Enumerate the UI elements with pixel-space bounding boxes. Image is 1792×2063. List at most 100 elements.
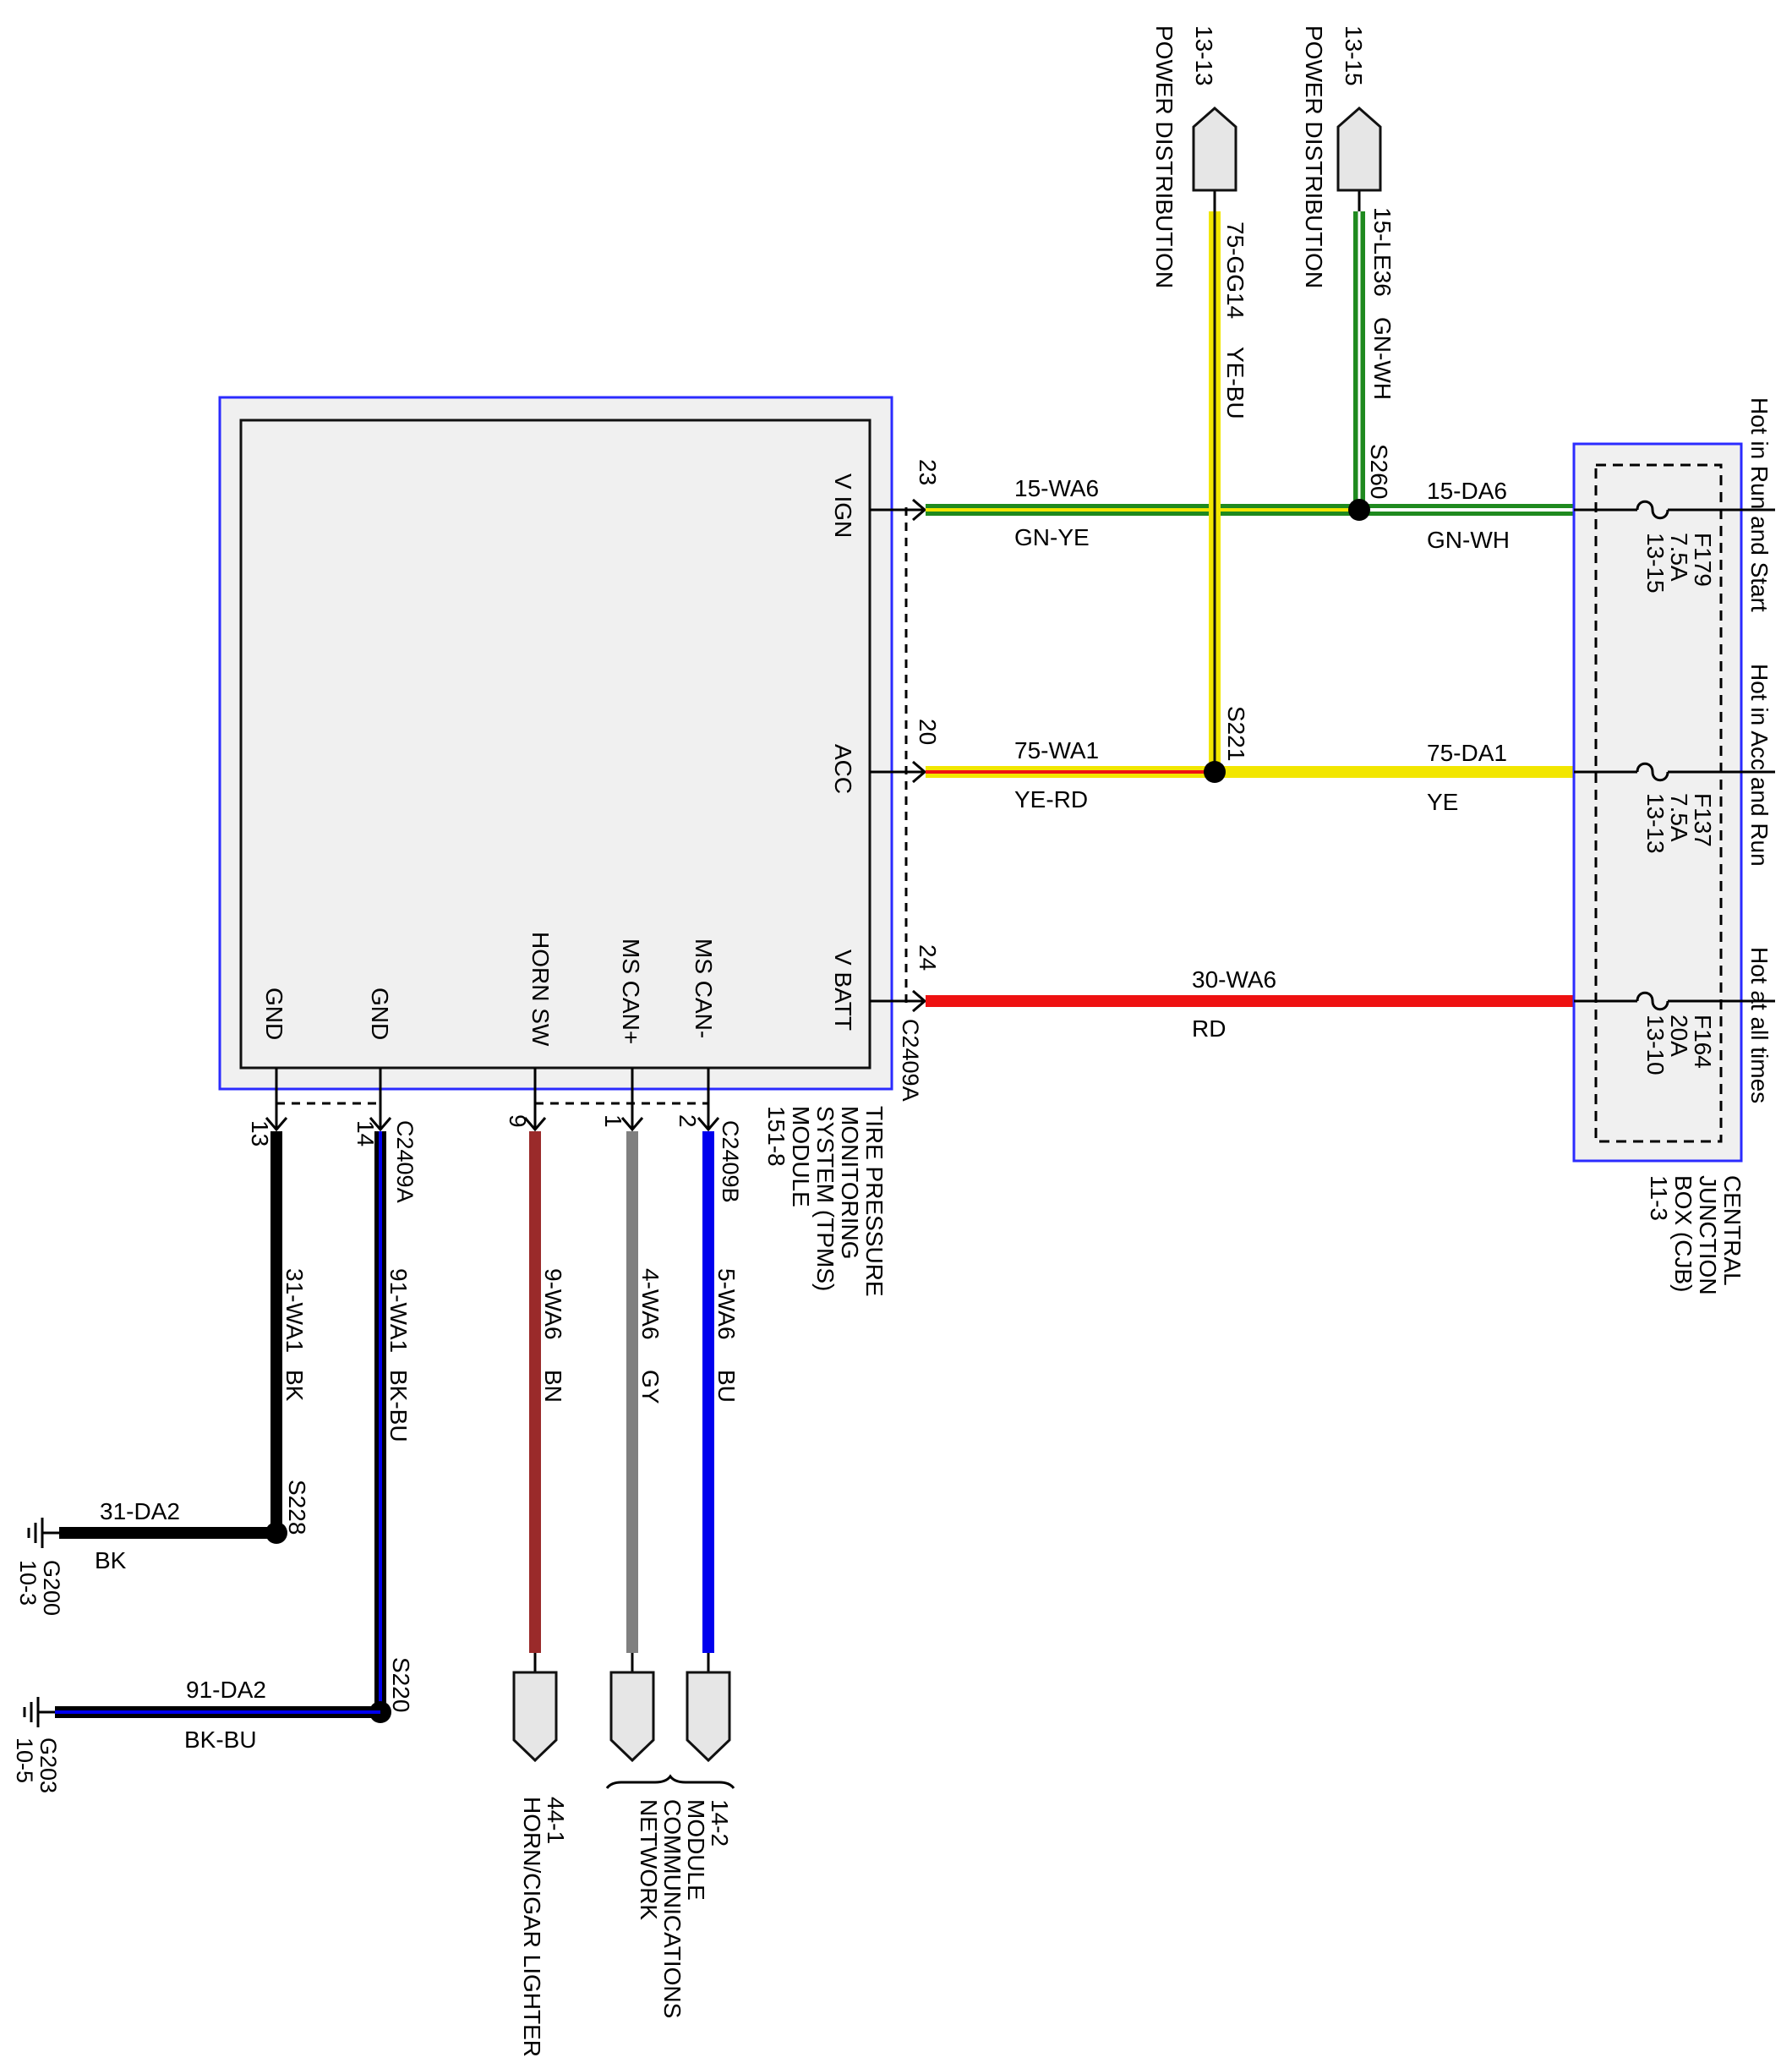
hot-label-all-times: Hot at all times bbox=[1746, 947, 1773, 1103]
wire-color-bk-bu-g203: BK-BU bbox=[184, 1726, 257, 1753]
connector-arrow-acc bbox=[912, 760, 927, 784]
splice-label-s221: S221 bbox=[1223, 706, 1249, 761]
pin-label-gnd-2: GND bbox=[367, 988, 393, 1040]
pin-number-24: 24 bbox=[915, 944, 941, 971]
ground-ref-g200: 10-3 bbox=[15, 1560, 41, 1606]
pin-number-14: 14 bbox=[352, 1120, 379, 1146]
power-label-13-15: POWER DISTRIBUTION bbox=[1301, 25, 1327, 288]
cjb-name: CENTRAL JUNCTION BOX (CJB) 11-3 bbox=[1646, 1175, 1746, 1295]
tpms-module-name: TIRE PRESSURE MONITORING SYSTEM (TPMS) M… bbox=[763, 1106, 888, 1297]
cjb-outline bbox=[1572, 442, 1743, 1163]
pin-label-ms-can-plus: MS CAN+ bbox=[618, 938, 644, 1044]
network-brace bbox=[605, 1774, 735, 1789]
splice-label-s228: S228 bbox=[284, 1480, 310, 1535]
svg-text:20A: 20A bbox=[1666, 1015, 1692, 1057]
wire-label-75-wa1: 75-WA1 bbox=[1014, 737, 1099, 763]
svg-text:13-10: 13-10 bbox=[1642, 1015, 1669, 1075]
svg-text:MONITORING: MONITORING bbox=[837, 1106, 863, 1259]
wire-color-gn-wh: GN-WH bbox=[1427, 527, 1510, 553]
wire-color-ye-bu: YE-BU bbox=[1222, 347, 1248, 419]
wire-label-30-wa6: 30-WA6 bbox=[1192, 966, 1276, 993]
wire-color-ye: YE bbox=[1427, 789, 1458, 815]
wire-color-gn-ye: GN-YE bbox=[1014, 524, 1090, 550]
svg-text:F179: F179 bbox=[1690, 533, 1716, 587]
svg-text:14-2: 14-2 bbox=[707, 1799, 733, 1847]
svg-text:7.5A: 7.5A bbox=[1666, 533, 1692, 582]
pin-number-23: 23 bbox=[915, 459, 941, 485]
ground-g203-icon bbox=[23, 1697, 55, 1727]
svg-text:BOX (CJB): BOX (CJB) bbox=[1670, 1175, 1696, 1292]
svg-text:7.5A: 7.5A bbox=[1666, 793, 1692, 842]
svg-text:COMMUNICATIONS: COMMUNICATIONS bbox=[659, 1799, 686, 2018]
wire-label-31-da2: 31-DA2 bbox=[100, 1498, 180, 1524]
wire-color-bk-g200: BK bbox=[95, 1547, 127, 1573]
connector-terminal-13-13 bbox=[1192, 107, 1237, 192]
wire-label-91-wa1: 91-WA1 bbox=[385, 1268, 412, 1353]
power-ref-13-13: 13-13 bbox=[1191, 25, 1217, 86]
connector-c2409a-right-label: C2409A bbox=[898, 1019, 923, 1102]
destination-label-horn: HORN/CIGAR LIGHTER bbox=[519, 1797, 545, 2057]
svg-text:F164: F164 bbox=[1690, 1015, 1716, 1069]
fuse-f164-label: F164 20A 13-10 bbox=[1642, 1015, 1716, 1075]
wire-color-bk: BK bbox=[281, 1370, 308, 1402]
wire-label-75-gg14: 75-GG14 bbox=[1222, 222, 1248, 319]
ground-label-g203: G203 bbox=[36, 1737, 61, 1793]
wire-label-9-wa6: 9-WA6 bbox=[540, 1268, 566, 1340]
pin-label-ms-can-minus: MS CAN- bbox=[691, 938, 717, 1038]
pin-number-1: 1 bbox=[600, 1114, 626, 1128]
svg-text:CENTRAL: CENTRAL bbox=[1719, 1175, 1746, 1286]
pin-label-horn-sw: HORN SW bbox=[527, 932, 554, 1047]
connector-c2409a-bottom-label: C2409A bbox=[392, 1120, 418, 1203]
wire-color-rd: RD bbox=[1192, 1015, 1226, 1042]
destination-ref-44-1: 44-1 bbox=[543, 1797, 569, 1844]
splice-label-s260: S260 bbox=[1366, 444, 1392, 499]
ground-g200-icon bbox=[27, 1518, 59, 1548]
hot-label-acc-run: Hot in Acc and Run bbox=[1746, 664, 1773, 867]
destination-label-network: 14-2 MODULE COMMUNICATIONS NETWORK bbox=[636, 1799, 733, 2018]
pin-label-vbatt: V BATT bbox=[830, 949, 856, 1031]
svg-text:13-15: 13-15 bbox=[1642, 533, 1669, 594]
connector-terminal-13-15 bbox=[1336, 107, 1382, 192]
wire-color-gy: GY bbox=[637, 1370, 664, 1404]
pin-label-acc: ACC bbox=[830, 744, 856, 794]
hot-label-run-start: Hot in Run and Start bbox=[1746, 397, 1773, 612]
ground-label-g200: G200 bbox=[39, 1560, 64, 1616]
pin-label-gnd-1: GND bbox=[261, 988, 287, 1040]
wire-label-4-wa6: 4-WA6 bbox=[637, 1268, 664, 1340]
wire-color-gn-wh-vertical: GN-WH bbox=[1369, 317, 1396, 400]
power-ref-13-15: 13-15 bbox=[1341, 25, 1367, 86]
svg-text:TIRE PRESSURE: TIRE PRESSURE bbox=[861, 1106, 888, 1297]
wire-color-bk-bu: BK-BU bbox=[385, 1370, 412, 1442]
pin-number-2: 2 bbox=[675, 1114, 701, 1128]
svg-text:13-13: 13-13 bbox=[1642, 793, 1669, 854]
connector-terminal-44-1 bbox=[512, 1671, 558, 1763]
power-label-13-13: POWER DISTRIBUTION bbox=[1151, 25, 1177, 288]
wire-color-ye-rd: YE-RD bbox=[1014, 786, 1088, 813]
connector-c2409b-bottom-label: C2409B bbox=[718, 1120, 743, 1203]
fuse-f179-label: F179 7.5A 13-15 bbox=[1642, 533, 1716, 594]
tpms-module-body bbox=[239, 419, 871, 1070]
pin-number-9: 9 bbox=[505, 1114, 531, 1128]
connector-terminal-14-2-plus bbox=[609, 1671, 655, 1763]
wire-label-15-le36: 15-LE36 bbox=[1369, 207, 1396, 297]
svg-text:JUNCTION: JUNCTION bbox=[1695, 1175, 1721, 1295]
svg-text:F137: F137 bbox=[1690, 793, 1716, 847]
svg-text:SYSTEM (TPMS): SYSTEM (TPMS) bbox=[812, 1106, 839, 1291]
wire-label-5-wa6: 5-WA6 bbox=[713, 1268, 740, 1340]
svg-text:MODULE: MODULE bbox=[788, 1106, 814, 1207]
wire-label-75-da1: 75-DA1 bbox=[1427, 740, 1507, 766]
connector-terminal-14-2-minus bbox=[686, 1671, 731, 1763]
splice-s221 bbox=[1204, 761, 1226, 783]
pin-number-20: 20 bbox=[915, 719, 941, 745]
wire-label-31-wa1: 31-WA1 bbox=[281, 1268, 308, 1353]
connector-arrow-vign bbox=[912, 498, 927, 522]
wire-label-15-wa6: 15-WA6 bbox=[1014, 475, 1099, 501]
wire-color-bn: BN bbox=[540, 1370, 566, 1403]
splice-s260 bbox=[1348, 499, 1370, 521]
fuse-f137-icon bbox=[1636, 761, 1669, 783]
wire-label-15-da6: 15-DA6 bbox=[1427, 478, 1507, 504]
svg-text:11-3: 11-3 bbox=[1646, 1175, 1672, 1221]
pin-stubs-bottom bbox=[265, 1068, 720, 1132]
pin-number-13: 13 bbox=[247, 1120, 273, 1146]
